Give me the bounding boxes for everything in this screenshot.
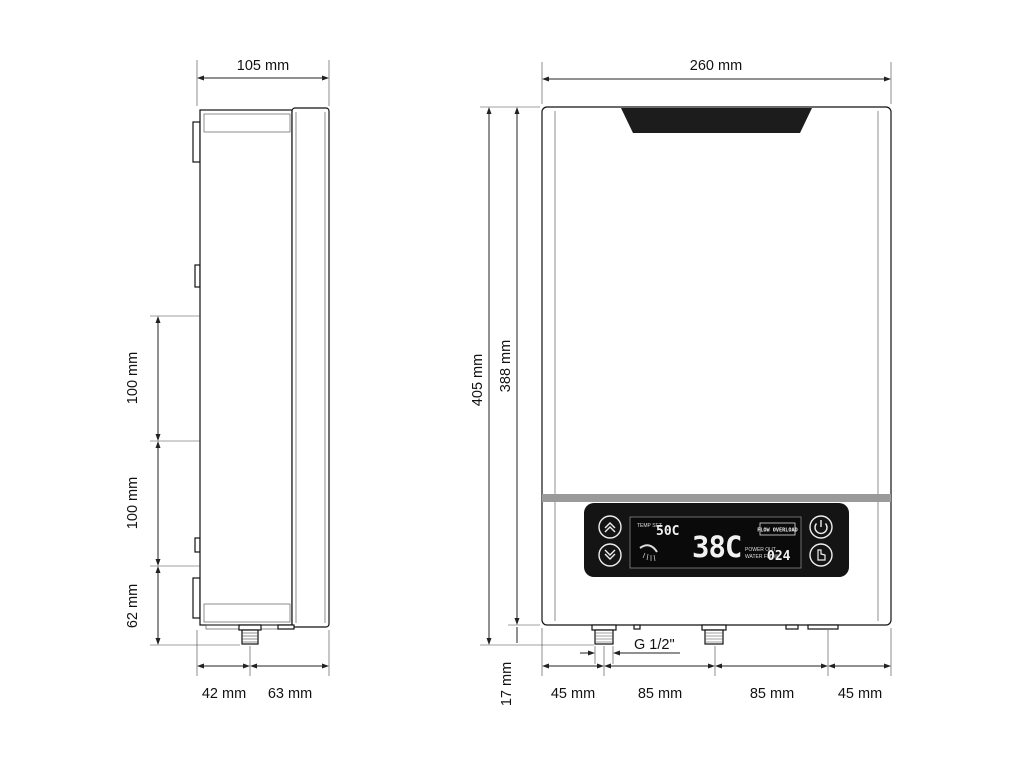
front-view: TEMP SET 50C 38C FLOW OVERLOAD POWER OUT… [541, 106, 892, 645]
dim-front-bottom-4: 45 mm [838, 686, 882, 702]
lcd-badge-frame [759, 522, 796, 536]
side-pipe-nut [238, 624, 262, 631]
dim-side-width: 105 mm [237, 58, 289, 74]
lcd-main-temp: 38C [692, 530, 741, 564]
side-view [192, 107, 330, 645]
power-button[interactable] [809, 515, 833, 539]
shower-icon [639, 544, 658, 562]
dim-bottom-offset: 62 mm [125, 584, 141, 628]
dim-front-width: 260 mm [690, 58, 742, 74]
side-bottom-lip [203, 603, 291, 623]
right-pipe-fitting [701, 624, 727, 645]
power-icon [814, 523, 828, 535]
side-bracket-top [192, 121, 201, 163]
dim-body-height: 388 mm [498, 340, 514, 392]
side-pipe-thread [241, 629, 259, 645]
divider-band [542, 494, 891, 502]
side-top-lip [203, 113, 291, 133]
dim-spacing-lower: 100 mm [125, 477, 141, 529]
dim-total-height: 405 mm [470, 354, 486, 406]
lcd-counter-label-1: POWER OUT [745, 547, 776, 553]
lcd-display [629, 516, 802, 569]
dim-thread: G 1/2" [634, 637, 675, 653]
down-button[interactable] [598, 543, 622, 567]
side-bracket-bottom [192, 577, 201, 619]
dim-side-bottom-left: 42 mm [202, 686, 246, 702]
side-front-cover [291, 107, 330, 628]
front-dimensions: 260 mm 405 mm 388 mm 17 mm G 1/2" [470, 58, 892, 706]
lcd-badge: FLOW OVERLOAD [757, 528, 798, 534]
dim-front-bottom-1: 45 mm [551, 686, 595, 702]
side-dimensions: 105 mm 100 mm 100 mm 62 mm 42 mm 63 mm [125, 58, 330, 702]
dim-side-bottom-right: 63 mm [268, 686, 312, 702]
chevron-down-icon [604, 549, 616, 556]
side-bracket-mid [194, 264, 201, 288]
chevron-up-icon [604, 522, 616, 529]
touch-hand-icon [817, 549, 826, 561]
left-pipe-fitting [591, 624, 617, 645]
dim-pipe-protrusion: 17 mm [499, 662, 515, 706]
lcd-set-temp: 50C [656, 524, 679, 539]
dim-spacing-upper: 100 mm [125, 352, 141, 404]
touch-button[interactable] [809, 543, 833, 567]
lcd-set-label: TEMP SET [637, 523, 662, 529]
up-button[interactable] [598, 515, 622, 539]
side-back-panel [199, 109, 293, 626]
lcd-counter-label-2: WATER FLOW [745, 554, 779, 560]
lcd-counter: 024 [767, 549, 791, 564]
side-bracket-low [194, 537, 201, 553]
top-vent [621, 108, 812, 133]
dim-front-bottom-2: 85 mm [638, 686, 682, 702]
dim-front-bottom-3: 85 mm [750, 686, 794, 702]
